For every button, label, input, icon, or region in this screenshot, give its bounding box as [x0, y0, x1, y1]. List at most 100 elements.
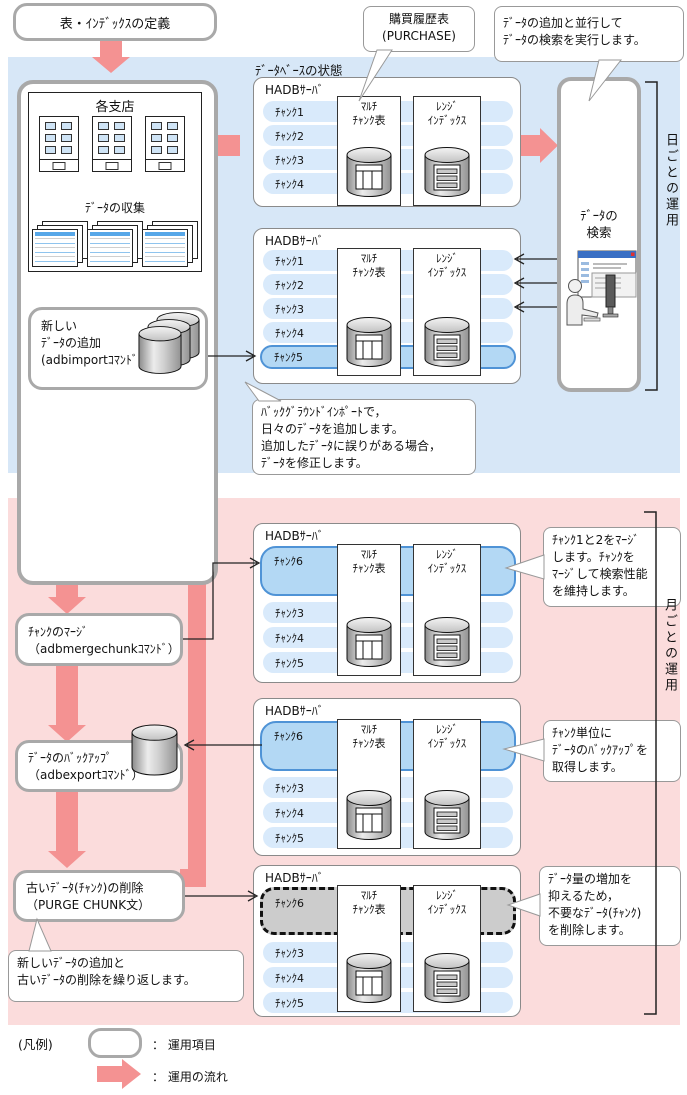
document-lines [90, 238, 130, 262]
table-label-line2: ﾁｬﾝｸ表 [352, 266, 386, 279]
document-page [32, 229, 78, 267]
chunk-label: ﾁｬﾝｸ5 [275, 831, 304, 845]
range-index-store: ﾚﾝｼﾞ ｲﾝﾃﾞｯｸｽ [413, 96, 481, 206]
chunk-label: ﾁｬﾝｸ4 [275, 971, 304, 985]
branches-label: 各支店 [95, 100, 135, 115]
table-label-line1: ﾏﾙﾁ [360, 723, 378, 736]
building-window [167, 146, 178, 154]
hadb-server-1: HADBｻｰﾊﾞ ﾁｬﾝｸ1 ﾁｬﾝｸ2 ﾁｬﾝｸ3 ﾁｬﾝｸ4 ﾏﾙﾁ ﾁｬﾝ… [253, 77, 521, 207]
document-header [145, 232, 185, 236]
index-cylinder-icon [424, 616, 470, 668]
chunk-label: ﾁｬﾝｸ3 [275, 153, 304, 167]
person-at-computer-icon [566, 250, 637, 326]
search-label-line1: ﾃﾞｰﾀの [580, 208, 618, 223]
purge-label-line1: 古いﾃﾞｰﾀ(ﾁｬﾝｸ)の削除 [26, 881, 144, 895]
building-door [158, 162, 172, 170]
delete-callout-line2: 抑えるため， [548, 889, 620, 903]
backup-cylinder-icon [131, 724, 178, 776]
table-cylinder-icon [346, 789, 392, 841]
building-window [151, 134, 162, 142]
index-cylinder-icon [424, 952, 470, 1004]
chunk-label: ﾁｬﾝｸ3 [275, 606, 304, 620]
table-label-line1: ﾏﾙﾁ [360, 548, 378, 561]
building-icon [92, 116, 132, 172]
index-label-line1: ﾚﾝｼﾞ [436, 889, 458, 902]
chunk-label: ﾁｬﾝｸ5 [275, 656, 304, 670]
index-cylinder-icon [424, 146, 470, 198]
hadb-server-4: HADBｻｰﾊﾞ ﾁｬﾝｸ6 ﾁｬﾝｸ3 ﾁｬﾝｸ4 ﾁｬﾝｸ5 ﾏﾙﾁ ﾁｬﾝ… [253, 698, 521, 856]
delete-callout-line4: を削除します。 [548, 923, 631, 937]
define-table-index-label: 表・ｲﾝﾃﾞｯｸｽの定義 [59, 16, 171, 32]
daily-operation-bracket-label: 日ごとの運用 [663, 133, 678, 229]
building-ground-line [40, 159, 78, 160]
table-label-line1: ﾏﾙﾁ [360, 252, 378, 265]
building-ground-line [93, 159, 131, 160]
parallel-search-callout: ﾃﾞｰﾀの追加と並行して ﾃﾞｰﾀの検索を実行します。 [494, 6, 684, 62]
hadb-server-3: HADBｻｰﾊﾞ ﾁｬﾝｸ6 ﾁｬﾝｸ3 ﾁｬﾝｸ4 ﾁｬﾝｸ5 ﾏﾙﾁ ﾁｬﾝ… [253, 523, 521, 683]
range-index-store: ﾚﾝｼﾞ ｲﾝﾃﾞｯｸｽ [413, 885, 481, 1012]
database-cylinder-icon [138, 326, 182, 374]
merge-callout-line1: ﾁｬﾝｸ1と2をﾏｰｼﾞ [552, 533, 640, 547]
merge-explain-callout: ﾁｬﾝｸ1と2をﾏｰｼﾞ します。ﾁｬﾝｸを ﾏｰｼﾞして検索性能 を維持します… [543, 527, 681, 607]
repeat-cycle-callout: 新しいﾃﾞｰﾀの追加と 古いﾃﾞｰﾀの削除を繰り返します。 [8, 950, 244, 1002]
chunk-label: ﾁｬﾝｸ6 [274, 730, 303, 743]
building-window [114, 146, 125, 154]
chunk-label: ﾁｬﾝｸ3 [275, 781, 304, 795]
index-label-line2: ｲﾝﾃﾞｯｸｽ [427, 266, 467, 279]
multi-chunk-table-store: ﾏﾙﾁ ﾁｬﾝｸ表 [337, 544, 401, 676]
multi-chunk-table-store: ﾏﾙﾁ ﾁｬﾝｸ表 [337, 885, 401, 1012]
index-label-line2: ｲﾝﾃﾞｯｸｽ [427, 737, 467, 750]
legend-flow-label: ： 運用の流れ [152, 1070, 228, 1084]
building-window [167, 134, 178, 142]
table-label-line2: ﾁｬﾝｸ表 [352, 903, 386, 916]
merge-callout-line2: します。ﾁｬﾝｸを [552, 550, 635, 564]
chunk-label: ﾁｬﾝｸ6 [275, 897, 304, 910]
table-cylinder-icon [346, 146, 392, 198]
index-cylinder-icon [424, 316, 470, 368]
building-window [98, 134, 109, 142]
merge-label-line1: ﾁｬﾝｸのﾏｰｼﾞ [28, 625, 89, 639]
building-icon [145, 116, 185, 172]
document-page [87, 229, 133, 267]
chunk-label: ﾁｬﾝｸ2 [275, 278, 304, 292]
document-stack-icon [87, 221, 145, 268]
document-lines [145, 238, 185, 262]
building-window [114, 134, 125, 142]
multi-chunk-table-store: ﾏﾙﾁ ﾁｬﾝｸ表 [337, 96, 401, 206]
merge-callout-line4: を維持します。 [552, 584, 635, 598]
building-window [167, 122, 178, 130]
database-state-label: ﾃﾞｰﾀﾍﾞｰｽの状態 [255, 63, 343, 78]
delete-callout-line1: ﾃﾞｰﾀ量の増加を [548, 872, 633, 886]
index-label-line1: ﾚﾝｼﾞ [436, 548, 458, 561]
backup-callout-line2: ﾃﾞｰﾀのﾊﾞｯｸｱｯﾌﾟを [552, 743, 649, 757]
background-import-line1: ﾊﾞｯｸｸﾞﾗｳﾝﾄﾞｲﾝﾎﾟｰﾄで， [261, 405, 387, 419]
multi-chunk-table-store: ﾏﾙﾁ ﾁｬﾝｸ表 [337, 719, 401, 849]
document-page [142, 229, 188, 267]
chunk-label: ﾁｬﾝｸ3 [275, 946, 304, 960]
hadb-server-title: HADBｻｰﾊﾞ [265, 704, 324, 718]
merge-label-line2: （adbmergechunkｺﾏﾝﾄﾞ） [28, 642, 180, 656]
index-label-line1: ﾚﾝｼﾞ [436, 723, 458, 736]
chunk-label: ﾁｬﾝｸ1 [275, 105, 304, 119]
purchase-callout-line2: (PURCHASE) [382, 29, 456, 43]
multi-chunk-table-store: ﾏﾙﾁ ﾁｬﾝｸ表 [337, 248, 401, 376]
building-window [61, 134, 72, 142]
backup-callout-line1: ﾁｬﾝｸ単位に [552, 726, 613, 740]
legend-operation-item-label: ： 運用項目 [152, 1038, 216, 1052]
chunk-label: ﾁｬﾝｸ5 [275, 996, 304, 1010]
building-door [105, 162, 119, 170]
chunk-label: ﾁｬﾝｸ4 [275, 806, 304, 820]
backup-explain-callout: ﾁｬﾝｸ単位に ﾃﾞｰﾀのﾊﾞｯｸｱｯﾌﾟを 取得します。 [543, 720, 681, 782]
building-window [61, 146, 72, 154]
hadb-server-title: HADBｻｰﾊﾞ [265, 83, 324, 97]
monthly-operation-bracket-label: 月ごとの運用 [662, 598, 677, 694]
table-label-line1: ﾏﾙﾁ [360, 889, 378, 902]
backup-label-line1: ﾃﾞｰﾀのﾊﾞｯｸｱｯﾌﾟ [28, 751, 113, 765]
chunk-label: ﾁｬﾝｸ3 [275, 302, 304, 316]
index-label-line2: ｲﾝﾃﾞｯｸｽ [427, 562, 467, 575]
building-ground-line [146, 159, 184, 160]
table-label-line1: ﾏﾙﾁ [360, 100, 378, 113]
building-window [98, 146, 109, 154]
chunk-label: ﾁｬﾝｸ5 [274, 351, 303, 364]
